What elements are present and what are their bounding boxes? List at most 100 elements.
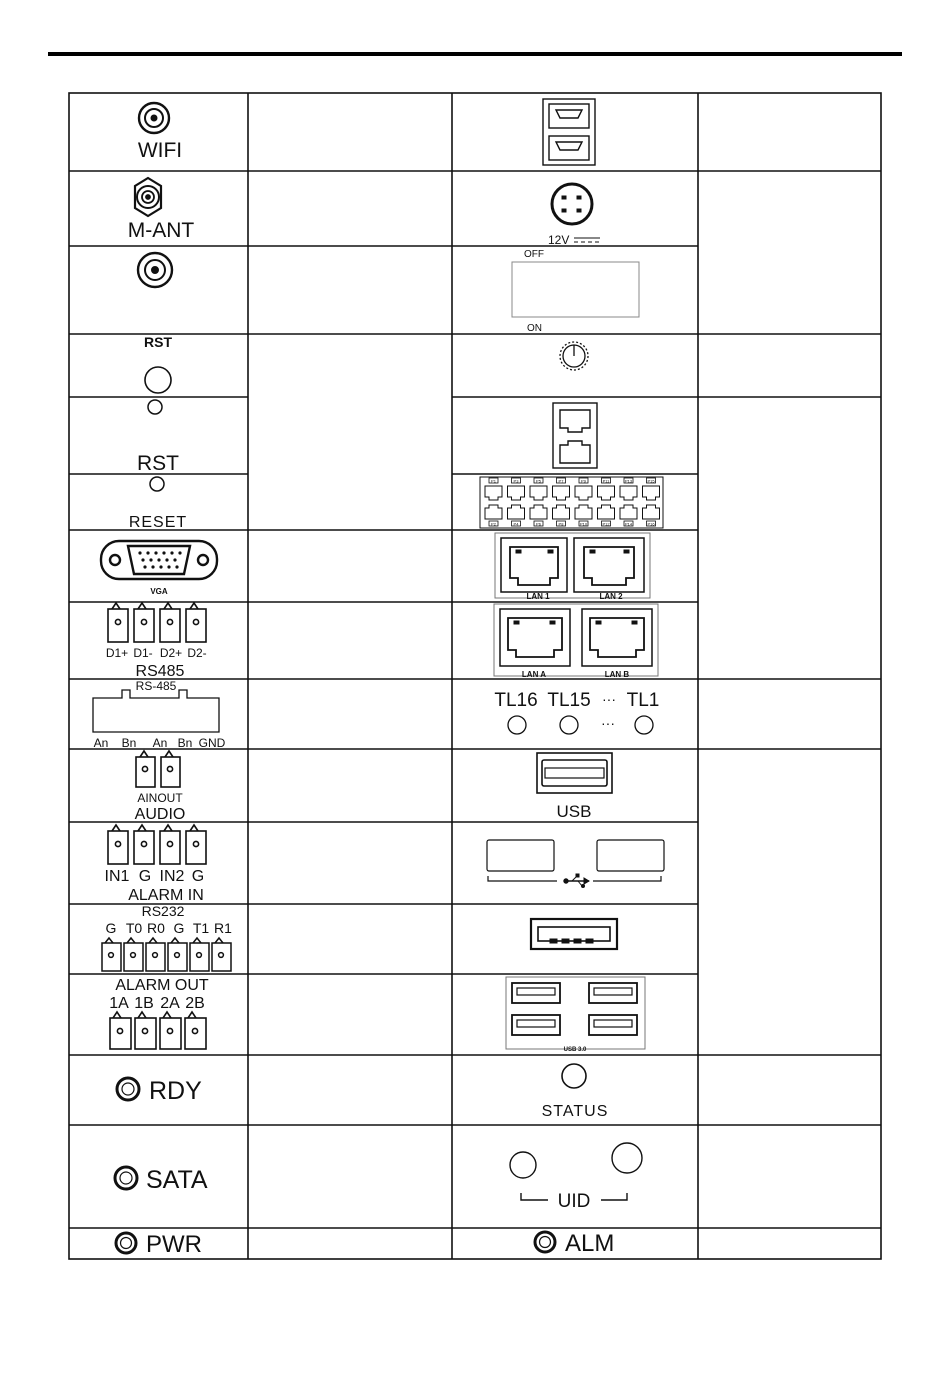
usb-port-icon — [536, 752, 613, 794]
rj45-port-tag-p1 — [488, 477, 499, 484]
reset-button-icon — [144, 366, 172, 394]
vga-label: VGA — [150, 587, 168, 596]
rj45-port-p15 — [642, 485, 660, 501]
rs485-block-pin-1: An — [94, 736, 109, 750]
alarm-out-pin-3: 2A — [160, 995, 180, 1012]
status-label: STATUS — [542, 1103, 609, 1120]
rotary-switch-icon — [559, 341, 589, 371]
switch-on-label: ON — [527, 323, 542, 334]
table-grid — [68, 92, 882, 1260]
pwr-label: PWR — [146, 1231, 202, 1258]
rj45-port-label-p1: P1 — [491, 479, 497, 484]
dc-12v-label: 12V — [548, 233, 569, 247]
rj45-port-p2 — [484, 504, 503, 520]
rs485-block-pin-4: Bn — [178, 736, 193, 750]
audio-label: AUDIO — [135, 806, 186, 823]
m-ant-antenna-icon — [133, 176, 163, 218]
alarm-out-pin-2: 1B — [134, 995, 154, 1012]
rdy-led-icon — [115, 1076, 141, 1102]
usb30-label: USB 3.0 — [564, 1047, 587, 1053]
rj45-port-tag-p12 — [601, 520, 611, 527]
rj45-port-p16 — [642, 504, 660, 520]
rj45-port-p3 — [507, 485, 525, 501]
alarm-in-pin-3: IN2 — [160, 868, 185, 885]
alm-led-icon — [533, 1230, 557, 1254]
stacked-rj45-port-icon — [552, 402, 598, 469]
alarm-in-pin-1: IN1 — [105, 868, 130, 885]
status-led-icon — [561, 1063, 587, 1089]
lana-label: LAN A — [522, 670, 546, 679]
uid-led-left-icon — [509, 1151, 537, 1179]
tl16-label: TL16 — [494, 690, 537, 711]
rj45-port-label-p10: P10 — [580, 522, 588, 527]
rj45-port-p14 — [619, 504, 638, 520]
lan1-label: LAN 1 — [526, 592, 550, 601]
rst-label-top: RST — [144, 334, 172, 350]
rj45-port-label-p14: P14 — [625, 522, 633, 527]
rj45-port-tag-p8 — [556, 520, 566, 527]
rs485-pin-2: D1- — [133, 646, 152, 660]
rj45-port-label-p13: P13 — [625, 479, 633, 484]
dc-symbol-icon — [574, 237, 600, 243]
lanb-label: LAN B — [605, 670, 630, 679]
lana-lanb-port-icon — [493, 603, 659, 677]
power-switch-icon — [511, 261, 640, 318]
rs485-terminal-icon — [107, 601, 207, 643]
rj45-port-label-p7: P7 — [559, 479, 565, 484]
rj45-port-p1 — [484, 485, 503, 501]
uid-bracket-icon — [520, 1193, 628, 1201]
rj45-port-label-p12: P12 — [602, 522, 610, 527]
rs232-pin-3: R0 — [147, 920, 165, 936]
lan1-lan2-port-icon — [494, 532, 651, 599]
rj45-port-label-p5: P5 — [536, 479, 542, 484]
pwr-led-icon — [114, 1231, 138, 1255]
rj45-port-label-p6: P6 — [536, 522, 542, 527]
rj45-port-tag-p3 — [511, 477, 521, 484]
rj45-port-tag-p11 — [601, 477, 611, 484]
alarm-out-pin-4: 2B — [185, 995, 205, 1012]
wifi-label: WIFI — [138, 139, 182, 162]
uid-label: UID — [558, 1191, 591, 1212]
rj45-port-p13 — [619, 485, 638, 501]
rj45-port-label-p16: P16 — [647, 522, 655, 527]
reset-pinhole-icon — [149, 476, 165, 492]
rj45-port-p5 — [529, 485, 548, 501]
rj45-16-port-panel-icon — [479, 476, 664, 529]
alarm-in-label: ALARM IN — [128, 887, 204, 904]
lan2-label: LAN 2 — [599, 592, 623, 601]
rj45-port-p4 — [507, 504, 525, 520]
tl1-label: TL1 — [627, 690, 660, 711]
alarm-out-pin-1: 1A — [109, 995, 129, 1012]
rs232-pin-5: T1 — [193, 920, 210, 936]
alarm-in-pin-4: G — [192, 868, 204, 885]
rj45-port-label-p2: P2 — [491, 522, 497, 527]
rj45-port-tag-p5 — [533, 477, 544, 484]
rs232-pin-1: G — [106, 920, 117, 936]
rj45-port-p11 — [597, 485, 615, 501]
tl15-led-icon — [559, 715, 579, 735]
reset-label: RESET — [129, 514, 187, 531]
rj45-port-label-p8: P8 — [559, 522, 565, 527]
dual-hdmi-port-icon — [542, 98, 596, 166]
alarm-out-terminal-icon — [109, 1010, 207, 1050]
rs485-pin-4: D2- — [187, 646, 206, 660]
rs485-pin-1: D1+ — [106, 646, 128, 660]
rj45-port-tag-p7 — [556, 477, 566, 484]
rj45-port-tag-p16 — [646, 520, 656, 527]
tl1-led-icon — [634, 715, 654, 735]
rj45-port-tag-p14 — [623, 520, 634, 527]
tl15-label: TL15 — [547, 690, 590, 711]
rs485-block-pin-3: An — [153, 736, 168, 750]
alarm-out-label: ALARM OUT — [115, 977, 209, 994]
rj45-port-tag-p2 — [488, 520, 499, 527]
rj45-port-tag-p4 — [511, 520, 521, 527]
rj45-port-p10 — [574, 504, 593, 520]
sata-led-icon — [113, 1165, 139, 1191]
rj45-port-p9 — [574, 485, 593, 501]
rj45-port-tag-p6 — [533, 520, 544, 527]
rj45-port-p7 — [552, 485, 570, 501]
tl16-led-icon — [507, 715, 527, 735]
quad-usb30-port-icon — [505, 976, 646, 1050]
